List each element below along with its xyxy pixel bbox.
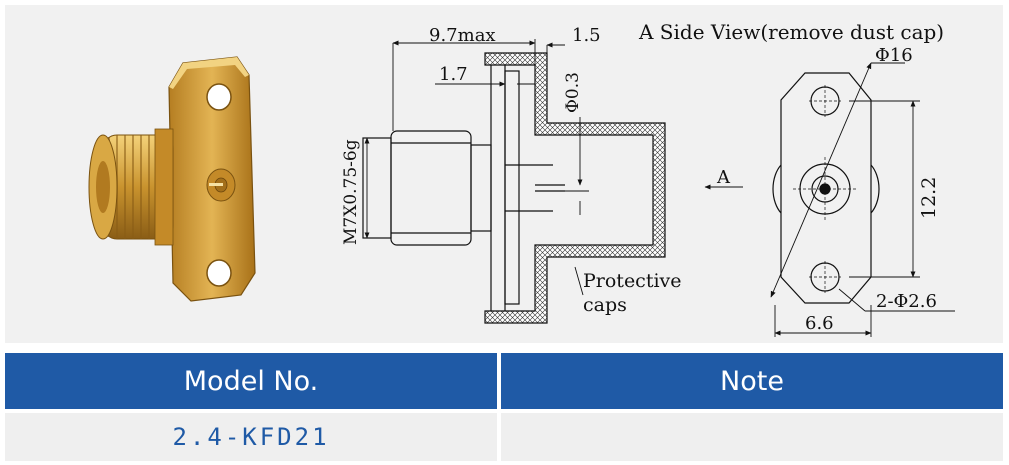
- note-header: Note: [501, 353, 1003, 409]
- side-section-drawing: [362, 59, 565, 316]
- model-no-cell: 2.4-KFD21: [5, 413, 497, 461]
- dim-holes-label: 2-Φ2.6: [876, 291, 937, 312]
- dim-length-label: 9.7max: [429, 25, 496, 46]
- spec-table: Model No. Note 2.4-KFD21: [5, 353, 1003, 461]
- dim-diag-label: Φ16: [875, 45, 913, 66]
- protective-caps-line1: Protective: [583, 270, 682, 292]
- side-view-title: A Side View(remove dust cap): [638, 20, 944, 44]
- protective-cap-shape: [484, 52, 666, 324]
- dimension-lines: [364, 39, 743, 296]
- model-no-header: Model No.: [5, 353, 497, 409]
- arrow-a-label: A: [716, 167, 731, 188]
- connector-photo: [88, 56, 256, 302]
- dim-width-label: 6.6: [805, 313, 834, 334]
- front-view-drawing: [772, 72, 880, 304]
- dim-pin-label: Φ0.3: [563, 72, 583, 113]
- technical-drawing: A Side View(remove dust cap) 9.7max 1.5 …: [88, 20, 955, 337]
- dim-step-label: 1.7: [439, 64, 468, 85]
- front-view-dimensions: [770, 62, 955, 337]
- drawing-panel: A Side View(remove dust cap) 9.7max 1.5 …: [5, 5, 1003, 343]
- note-cell: [501, 413, 1003, 461]
- protective-caps-line2: caps: [583, 294, 627, 316]
- dim-thread-label: M7X0.75-6g: [341, 139, 361, 245]
- dim-flange-label: 1.5: [572, 25, 601, 46]
- dim-height-label: 12.2: [918, 177, 940, 219]
